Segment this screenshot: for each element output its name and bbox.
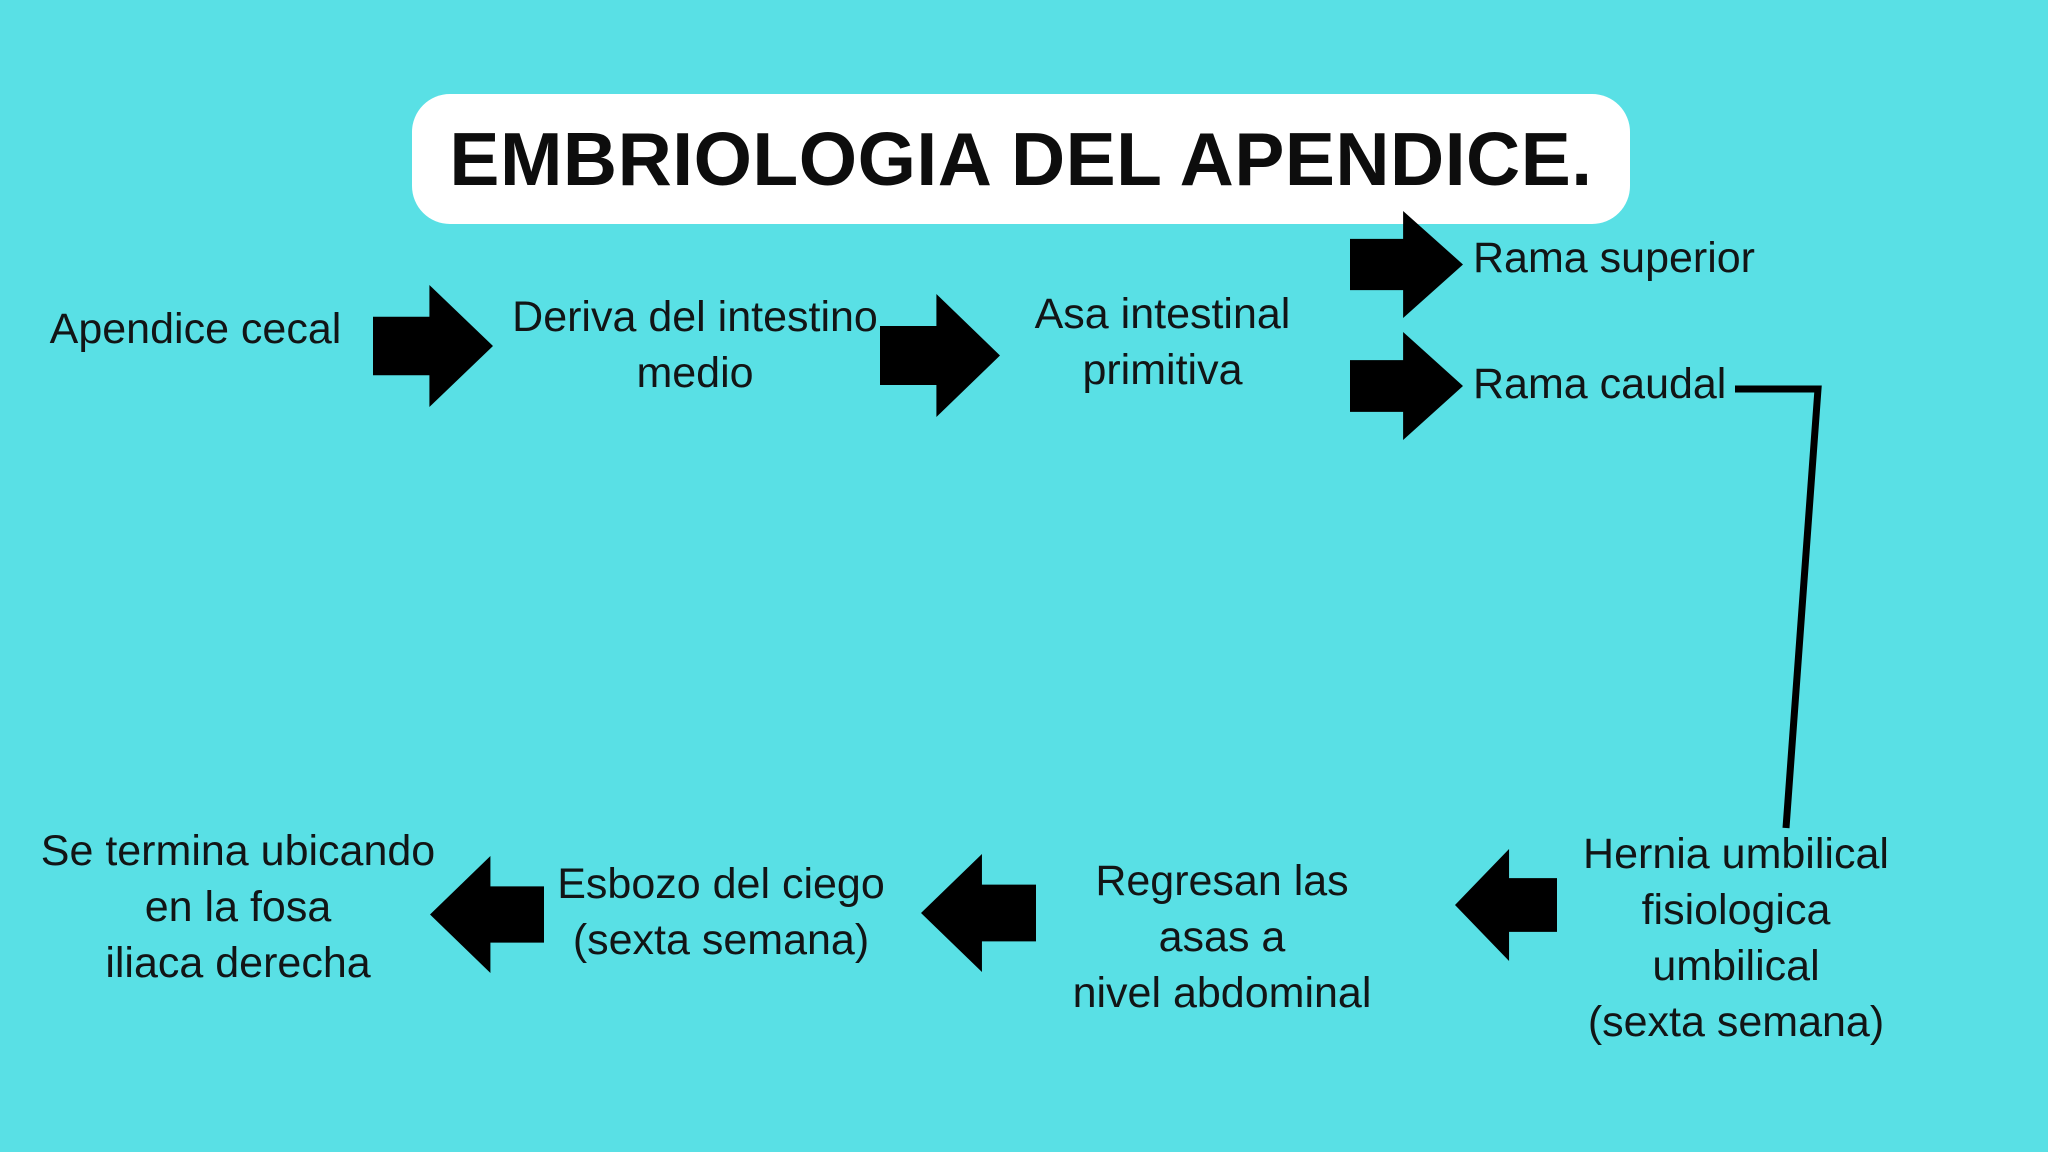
node-deriva-intestino-medio: Deriva del intestino medio — [512, 293, 878, 397]
node-apendice-cecal: Apendice cecal — [49, 305, 342, 353]
flow-arrow-left-icon — [1455, 849, 1557, 961]
node-rama-caudal: Rama caudal — [1473, 360, 1727, 408]
flow-arrow-right-icon — [373, 285, 493, 407]
diagram-title: EMBRIOLOGIA DEL APENDICE. — [449, 117, 1593, 201]
title-banner: EMBRIOLOGIA DEL APENDICE. — [412, 94, 1630, 224]
node-regresan-asas: Regresan las asas a nivel abdominal — [1072, 857, 1372, 1017]
branch-arrow-caudal-icon — [1350, 332, 1463, 440]
node-fosa-iliaca-derecha: Se termina ubicando en la fosa iliaca de… — [40, 827, 436, 987]
flow-arrow-right-icon — [880, 294, 1000, 417]
node-esbozo-ciego: Esbozo del ciego (sexta semana) — [557, 860, 885, 964]
node-rama-superior: Rama superior — [1473, 234, 1755, 282]
node-hernia-umbilical: Hernia umbilical fisiologica umbilical (… — [1583, 830, 1889, 1046]
branch-arrow-superior-icon — [1350, 211, 1463, 318]
flow-arrow-left-icon — [921, 854, 1036, 972]
node-asa-intestinal-primitiva: Asa intestinal primitiva — [1034, 290, 1291, 394]
